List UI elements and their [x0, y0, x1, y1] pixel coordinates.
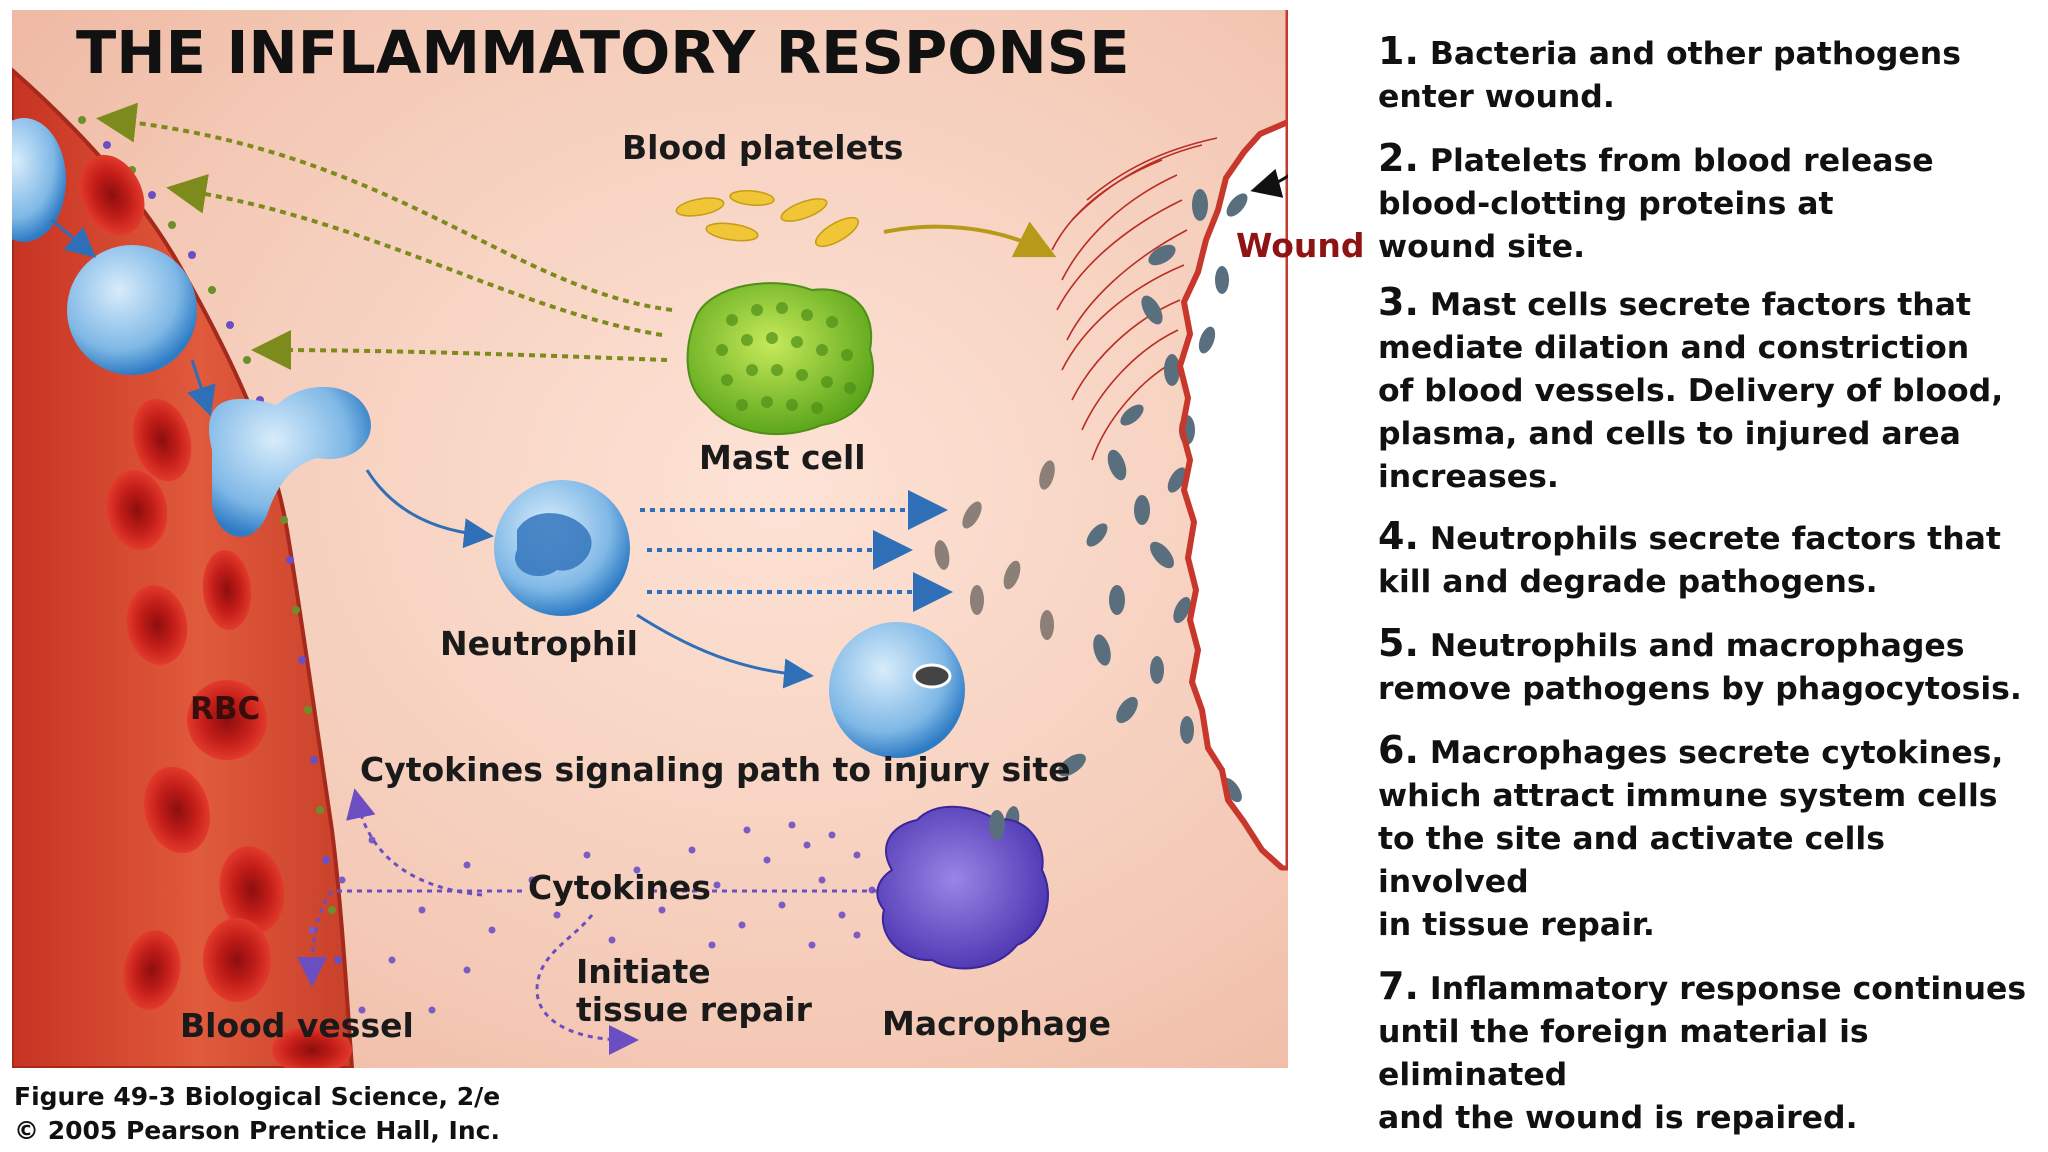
step-text: Neutrophils and macrophages remove patho… — [1378, 628, 2022, 707]
credit-line-2: © 2005 Pearson Prentice Hall, Inc. — [14, 1116, 500, 1145]
macrophage — [876, 805, 1049, 970]
credit-line-1: Figure 49-3 Biological Science, 2/e — [14, 1082, 501, 1111]
step-number: 6. — [1378, 728, 1419, 772]
engulfed-pathogen — [912, 663, 952, 689]
red-blood-cells — [79, 154, 352, 1068]
step-6: 6. Macrophages secrete cytokines, which … — [1378, 729, 2043, 947]
step-number: 2. — [1378, 136, 1419, 180]
step-number: 1. — [1378, 29, 1419, 73]
step-text: Macrophages secrete cytokines, which att… — [1378, 735, 2004, 943]
label-tissue-repair: tissue repair — [576, 990, 812, 1029]
step-7: 7. Inflammatory response continues until… — [1378, 965, 2043, 1140]
neutrophil-travel-arrows — [51, 218, 814, 689]
blood-platelets — [675, 190, 860, 248]
step-text: Mast cells secrete factors that mediate … — [1378, 287, 2004, 495]
neutrophil-secretion-arrows — [640, 490, 953, 612]
step-5: 5. Neutrophils and macrophages remove pa… — [1378, 622, 2043, 711]
label-cytokines-path: Cytokines signaling path to injury site — [360, 750, 1071, 789]
clot-fibers — [1051, 137, 1218, 461]
label-mast-cell: Mast cell — [699, 438, 866, 477]
step-text: Bacteria and other pathogens enter wound… — [1378, 36, 1961, 115]
label-wound: Wound — [1236, 226, 1365, 265]
label-initiate: Initiate — [576, 952, 711, 991]
macrophage-engulfed-pathogen — [989, 810, 1005, 840]
wound-edge — [1176, 119, 1288, 871]
step-3: 3. Mast cells secrete factors that media… — [1378, 281, 2043, 499]
stippled-pathogens — [934, 460, 1055, 640]
label-neutrophil: Neutrophil — [440, 624, 638, 663]
pathogen-entry-arrow — [1250, 168, 1288, 198]
label-blood-vessel: Blood vessel — [180, 1006, 414, 1045]
mast-cell-signal-arrows — [96, 102, 673, 371]
platelet-arrow — [883, 221, 1057, 258]
step-number: 3. — [1378, 280, 1419, 324]
figure-title: THE INFLAMMATORY RESPONSE — [76, 18, 1130, 87]
cytokine-arrows — [297, 788, 877, 1055]
label-macrophage: Macrophage — [882, 1004, 1112, 1043]
step-4: 4. Neutrophils secrete factors that kill… — [1378, 515, 2043, 604]
step-2: 2. Platelets from blood release blood-cl… — [1378, 137, 2043, 269]
step-1: 1. Bacteria and other pathogens enter wo… — [1378, 30, 2043, 119]
vessel-wall-dots — [78, 116, 342, 964]
step-number: 7. — [1378, 964, 1419, 1008]
steps-list: 1. Bacteria and other pathogens enter wo… — [1378, 30, 2043, 1140]
pathogens — [1004, 189, 1248, 834]
label-rbc: RBC — [190, 691, 261, 727]
label-cytokines: Cytokines — [528, 868, 711, 907]
step-text: Platelets from blood release blood-clott… — [1378, 143, 1934, 265]
mast-cell-granules — [716, 302, 856, 414]
inflammatory-response-illustration — [12, 10, 1288, 1068]
phagocytic-neutrophil — [829, 622, 965, 758]
figure-credit: Figure 49-3 Biological Science, 2/e © 20… — [14, 1080, 500, 1148]
cytokine-dots — [308, 821, 876, 1014]
neutrophils-in-vessel — [12, 118, 371, 537]
step-text: Neutrophils secrete factors that kill an… — [1378, 521, 2001, 600]
step-text: Inflammatory response continues until th… — [1378, 971, 2027, 1136]
label-blood-platelets: Blood platelets — [622, 128, 904, 167]
neutrophil-nucleus — [515, 513, 592, 577]
step-number: 5. — [1378, 621, 1419, 665]
step-number: 4. — [1378, 514, 1419, 558]
